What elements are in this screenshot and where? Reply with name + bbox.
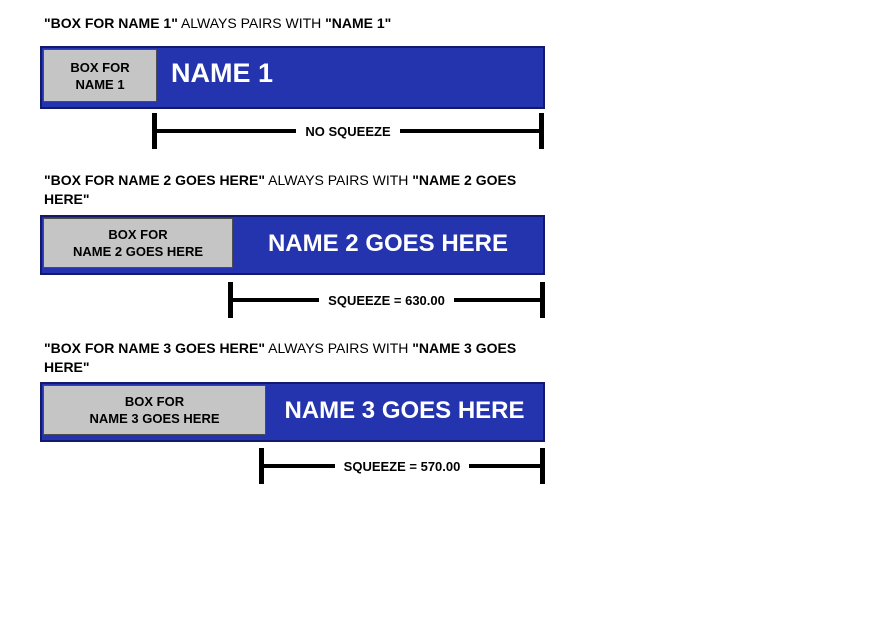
squeeze-label-2: SQUEEZE = 630.00 [328,292,445,308]
heading-quoted-box-name: "BOX FOR NAME 3 GOES HERE" [44,340,265,356]
box-label-line1: BOX FOR [70,59,130,75]
dimension-end-tick-right [539,113,544,149]
box-for-name-1-box: BOX FOR NAME 1 [43,49,157,102]
box-for-name-2-box: BOX FOR NAME 2 GOES HERE [43,218,233,268]
heading-quoted-name: "NAME 2 GOES HERE" [44,172,517,207]
box-label-line2: NAME 1 [75,76,125,92]
name-2-text: NAME 2 GOES HERE [267,230,509,257]
heading-quoted-box-name: "BOX FOR NAME 1" [44,15,178,31]
name-bar-1: BOX FOR NAME 1 NAME 1 [40,46,545,109]
squeeze-label-3: SQUEEZE = 570.00 [343,458,461,474]
pairing-rule-heading-3: "BOX FOR NAME 3 GOES HERE" ALWAYS PAIRS … [44,339,544,377]
box-label-line2: NAME 3 GOES HERE [89,411,220,426]
pairing-rule-heading-1: "BOX FOR NAME 1" ALWAYS PAIRS WITH "NAME… [44,14,544,33]
heading-quoted-name: "NAME 1" [325,15,392,31]
dimension-line-2: SQUEEZE = 630.00 [228,282,546,318]
dimension-line-segment [453,298,541,302]
dimension-line-segment [469,464,541,468]
dimension-line-segment [399,129,539,133]
name-3-text: NAME 3 GOES HERE [284,397,525,424]
heading-connector-text: ALWAYS PAIRS WITH [268,172,409,188]
dimension-end-tick-left [259,448,264,484]
dimension-end-tick-right [540,282,546,318]
name-bar-3: BOX FOR NAME 3 GOES HERE NAME 3 GOES HER… [40,382,545,442]
name-bar-2: BOX FOR NAME 2 GOES HERE NAME 2 GOES HER… [40,215,545,275]
box-label-line1: BOX FOR [108,227,168,242]
dimension-line-segment [264,464,335,468]
heading-connector-text: ALWAYS PAIRS WITH [180,15,322,31]
dimension-end-tick-left [228,282,233,318]
name-1-text: NAME 1 [171,57,274,88]
pairing-rule-heading-2: "BOX FOR NAME 2 GOES HERE" ALWAYS PAIRS … [44,171,544,209]
heading-connector-text: ALWAYS PAIRS WITH [268,340,409,356]
heading-quoted-name: "NAME 3 GOES HERE" [44,340,517,375]
dimension-line-segment [157,129,297,133]
box-label-line2: NAME 2 GOES HERE [72,244,204,259]
box-label-line1: BOX FOR [124,394,185,409]
squeeze-label-1: NO SQUEEZE [305,123,391,139]
dimension-end-tick-left [152,113,157,149]
dimension-line-3: SQUEEZE = 570.00 [259,448,546,484]
heading-quoted-box-name: "BOX FOR NAME 2 GOES HERE" [44,172,265,188]
dimension-line-segment [233,298,320,302]
box-for-name-3-box: BOX FOR NAME 3 GOES HERE [43,385,266,435]
dimension-line-1: NO SQUEEZE [152,113,544,149]
dimension-end-tick-right [540,448,546,484]
